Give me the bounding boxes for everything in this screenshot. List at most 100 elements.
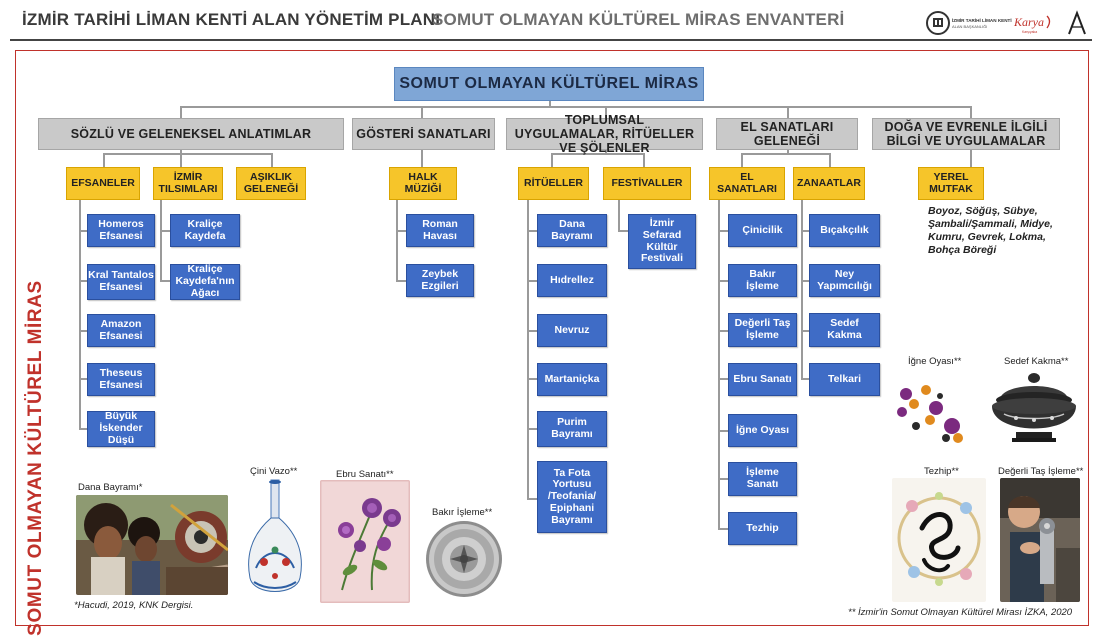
header-divider: [10, 39, 1092, 41]
connector-line: [618, 200, 620, 232]
item-sedef-kakma: Sedef Kakma: [809, 313, 880, 347]
connector-line: [718, 430, 728, 432]
connector-line: [180, 106, 972, 108]
connector-line: [605, 150, 607, 155]
connector-line: [103, 153, 272, 155]
cini-vazo-photo: [244, 478, 306, 602]
sub-festivaller: FESTİVALLER: [603, 167, 691, 200]
connector-line: [527, 230, 537, 232]
tezhip-photo: [892, 478, 986, 602]
connector-line: [79, 378, 87, 380]
connector-line: [180, 106, 182, 118]
connector-line: [718, 280, 728, 282]
caption-degerli-tas-isleme: Değerli Taş İşleme**: [998, 466, 1084, 477]
connector-line: [970, 150, 972, 167]
connector-line: [551, 153, 644, 155]
root-node: SOMUT OLMAYAN KÜLTÜREL MİRAS: [394, 67, 704, 101]
header-subtitle: SOMUT OLMAYAN KÜLTÜREL MİRAS ENVANTERİ: [432, 10, 845, 29]
item-cinicilik: Çinicilik: [728, 214, 797, 247]
item-kralice-kaydefanin-agaci: Kraliçe Kaydefa'nın Ağacı: [170, 263, 240, 300]
connector-line: [160, 230, 170, 232]
connector-line: [79, 428, 87, 430]
connector-line: [718, 230, 728, 232]
item-homeros-efsanesi: Homeros Efsanesi: [87, 214, 155, 247]
caption-tezhip: Tezhip**: [924, 466, 959, 477]
item-ta-fota-yortusu: Ta Fota Yortusu /Teofania/ Epiphani Bayr…: [537, 461, 607, 533]
caption-cini-vazo: Çini Vazo**: [250, 466, 298, 477]
connector-line: [180, 150, 182, 155]
liman-logo-icon: [926, 11, 950, 35]
caption-dana-bayrami: Dana Bayramı*: [78, 482, 143, 493]
connector-line: [741, 153, 743, 167]
connector-line: [421, 150, 423, 167]
dana-bayrami-photo: [76, 495, 228, 595]
item-zeybek-ezgileri: Zeybek Ezgileri: [406, 264, 474, 297]
connector-line: [801, 200, 803, 380]
connector-line: [718, 330, 728, 332]
connector-line: [718, 478, 728, 480]
connector-line: [718, 200, 720, 530]
item-theseus-efsanesi: Theseus Efsanesi: [87, 363, 155, 396]
item-martanicka: Martaniçka: [537, 363, 607, 396]
connector-line: [527, 428, 537, 430]
connector-line: [271, 153, 273, 167]
item-amazon-efsanesi: Amazon Efsanesi: [87, 314, 155, 347]
a-monogram-logo-icon: [1068, 10, 1086, 35]
connector-line: [618, 230, 628, 232]
connector-line: [527, 330, 537, 332]
source-note-right: ** İzmir'in Somut Olmayan Kültürel Miras…: [848, 607, 1073, 618]
item-kralice-kaydefa: Kraliçe Kaydefa: [170, 214, 240, 247]
caption-sedef-kakma: Sedef Kakma**: [1004, 356, 1069, 367]
connector-line: [718, 528, 728, 530]
item-nevruz: Nevruz: [537, 314, 607, 347]
sub-asiklik-gelenegi: AŞIKLIK GELENEĞİ: [236, 167, 306, 200]
side-label-text: SOMUT OLMAYAN KÜLTÜREL MİRAS: [25, 280, 46, 636]
igne-oyasi-photo: [892, 370, 970, 448]
item-degerli-tas-isleme: Değerli Taş İşleme: [728, 313, 797, 347]
connector-line: [718, 378, 728, 380]
category-toplumsal: TOPLUMSAL UYGULAMALAR, RİTÜELLER VE ŞÖLE…: [506, 113, 703, 155]
connector-line: [801, 280, 809, 282]
sub-zanaatlar: ZANAATLAR: [793, 167, 865, 200]
connector-line: [801, 378, 809, 380]
liman-logo-subtext: ALAN BAŞKANLIĞI: [952, 24, 987, 29]
category-el-sanatlari: EL SANATLARI GELENEĞİ: [716, 118, 858, 150]
connector-line: [180, 153, 182, 167]
connector-line: [741, 153, 830, 155]
item-izmir-sefarad-kultur-festivali: İzmir Sefarad Kültür Festivali: [628, 214, 696, 269]
connector-line: [527, 378, 537, 380]
caption-bakir-isleme: Bakır İşleme**: [432, 507, 493, 518]
connector-line: [79, 330, 87, 332]
item-bicakcilik: Bıçakçılık: [809, 214, 880, 247]
item-isleme-sanati: İşleme Sanatı: [728, 462, 797, 496]
sub-ritueller: RİTÜELLER: [518, 167, 589, 200]
karya-logo-subtext: Karşıyaka: [1022, 30, 1037, 34]
source-note-left: *Hacudi, 2019, KNK Dergisi.: [74, 600, 194, 611]
item-ebru-sanati: Ebru Sanatı: [728, 363, 797, 396]
sub-efsaneler: EFSANELER: [66, 167, 140, 200]
karya-logo-icon: Karya Karşıyaka: [1013, 15, 1051, 34]
header-logos: İZMİR TARİHİ LİMAN KENTİ ALAN BAŞKANLIĞI…: [926, 10, 1086, 35]
ebru-sanati-photo: [320, 480, 410, 603]
category-doga: DOĞA VE EVRENLE İLGİLİ BİLGİ VE UYGULAMA…: [872, 118, 1060, 150]
yerel-mutfak-list: Boyoz, Söğüş, Sübye, Şambali/Şammali, Mi…: [928, 205, 1053, 257]
connector-line: [787, 150, 789, 155]
connector-line: [551, 153, 553, 167]
sedef-kakma-photo: [986, 370, 1082, 448]
item-roman-havasi: Roman Havası: [406, 214, 474, 247]
bakir-isleme-photo: [424, 519, 504, 599]
connector-line: [79, 230, 87, 232]
sub-halk-muzigi: HALK MÜZİĞİ: [389, 167, 457, 200]
header-title: İZMİR TARİHİ LİMAN KENTİ ALAN YÖNETİM PL…: [22, 10, 441, 29]
connector-line: [787, 106, 789, 118]
item-buyuk-iskender-dusu: Büyük İskender Düşü: [87, 410, 155, 447]
content-frame: [15, 50, 1089, 626]
connector-line: [527, 200, 529, 500]
item-kral-tantalos-efsanesi: Kral Tantalos Efsanesi: [87, 264, 155, 300]
item-ney-yapimciligi: Ney Yapımcılığı: [809, 264, 880, 297]
item-tezhip: Tezhip: [728, 512, 797, 545]
connector-line: [421, 106, 423, 118]
connector-line: [801, 230, 809, 232]
item-telkari: Telkari: [809, 363, 880, 396]
